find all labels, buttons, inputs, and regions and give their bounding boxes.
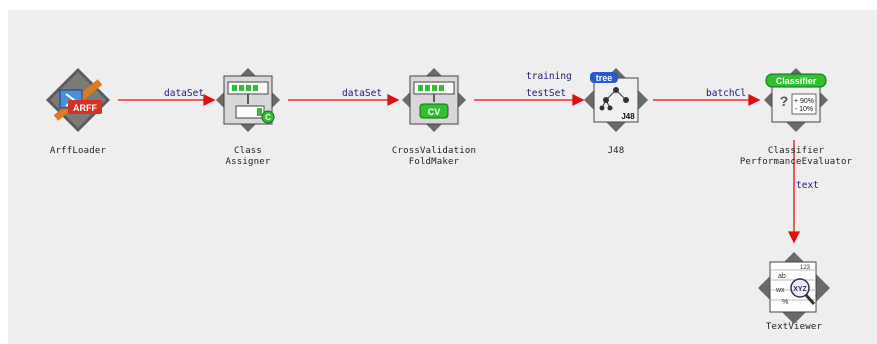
- svg-text:wx: wx: [775, 287, 785, 294]
- class-assigner-node[interactable]: C: [208, 60, 288, 140]
- class-assigner-label: Class Assigner: [225, 146, 271, 167]
- svg-text:CV: CV: [428, 107, 441, 117]
- text-viewer-icon: ab 123 wx % XYZ: [758, 252, 830, 324]
- svg-text:123: 123: [800, 265, 811, 271]
- arff-loader-icon: ARFF: [46, 68, 110, 132]
- evaluator-node[interactable]: Classifier ? + 90% - 10%: [756, 60, 836, 140]
- cross-validation-icon: CV: [402, 68, 466, 132]
- connection-label-testset: testSet: [526, 88, 567, 99]
- arrowhead: [787, 231, 801, 244]
- svg-text:ab: ab: [778, 273, 786, 280]
- connection-wires: [118, 93, 801, 244]
- cv-foldmaker-label: CrossValidation FoldMaker: [391, 146, 477, 167]
- arffloader-label: ArffLoader: [49, 146, 107, 156]
- connection-label-text: text: [796, 180, 819, 191]
- textviewer-label: TextViewer: [765, 322, 823, 332]
- svg-text:ARFF: ARFF: [73, 103, 97, 113]
- svg-text:J48: J48: [621, 112, 635, 121]
- svg-text:C: C: [265, 113, 271, 122]
- knowledgeflow-canvas[interactable]: dataSet dataSet training testSet batchCl…: [8, 10, 877, 344]
- svg-text:?: ?: [780, 93, 789, 109]
- connection-label-dataset-2: dataSet: [342, 88, 383, 99]
- svg-text:- 10%: - 10%: [795, 106, 813, 113]
- arrowhead: [572, 93, 585, 107]
- j48-node[interactable]: tree J48: [576, 60, 656, 140]
- svg-text:Classifier: Classifier: [776, 76, 817, 86]
- textviewer-node[interactable]: ab 123 wx % XYZ: [754, 248, 834, 328]
- arrowhead: [203, 93, 216, 107]
- cv-foldmaker-node[interactable]: CV: [394, 60, 474, 140]
- class-assigner-icon: C: [216, 68, 280, 132]
- arffloader-node[interactable]: ARFF: [38, 60, 118, 140]
- evaluator-label: Classifier PerformanceEvaluator: [739, 146, 853, 167]
- connection-label-batchclassifier: batchCl: [706, 88, 747, 99]
- connection-label-dataset-1: dataSet: [164, 88, 205, 99]
- arrowhead: [748, 93, 761, 107]
- decision-tree-icon: tree J48: [584, 68, 648, 132]
- svg-text:+ 90%: + 90%: [794, 98, 814, 105]
- arrowhead: [387, 93, 400, 107]
- performance-evaluator-icon: Classifier ? + 90% - 10%: [764, 68, 828, 132]
- j48-label: J48: [607, 146, 625, 156]
- svg-text:XYZ: XYZ: [793, 286, 807, 293]
- svg-text:%: %: [782, 299, 788, 306]
- connection-label-training: training: [526, 71, 572, 82]
- svg-text:tree: tree: [596, 73, 613, 83]
